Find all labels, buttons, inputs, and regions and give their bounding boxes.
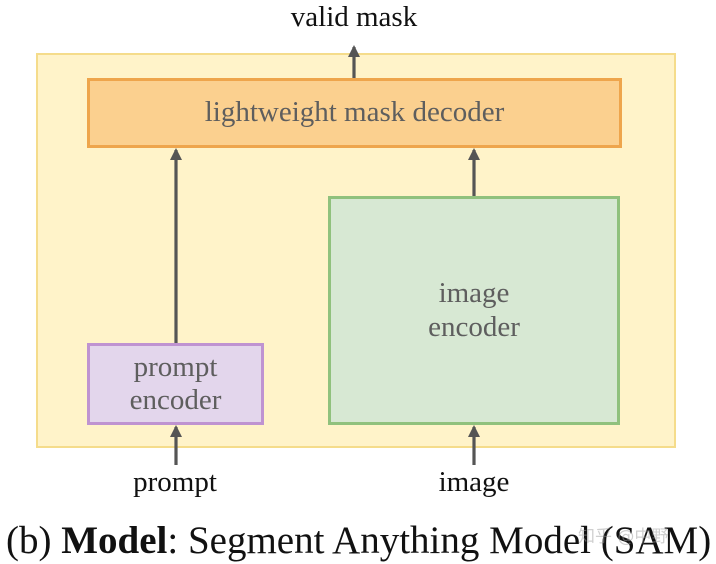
caption-bold-model: Model [61, 519, 168, 562]
valid-mask-label: valid mask [290, 1, 418, 33]
image-encoder-box: image encoder [328, 196, 620, 425]
zhihu-watermark: 知乎 @中野 [578, 527, 669, 547]
figure-caption: (b) Model: Segment Anything Model (SAM) [6, 519, 712, 563]
prompt-encoder-box: prompt encoder [87, 343, 264, 425]
prompt-input-label: prompt [133, 466, 217, 498]
caption-prefix: (b) [6, 519, 62, 562]
image-input-label: image [438, 466, 510, 498]
caption-rest: : Segment Anything Model (SAM) [167, 519, 712, 562]
lightweight-mask-decoder-box: lightweight mask decoder [87, 78, 622, 148]
